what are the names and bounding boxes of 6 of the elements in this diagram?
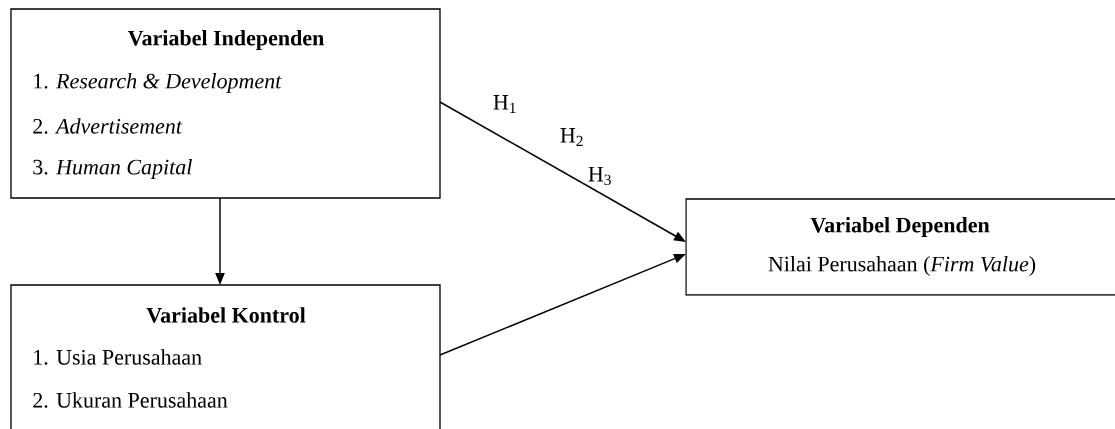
hypothesis-label: H$_{2}$ [560, 128, 583, 146]
variable-box: Variabel Kontrol 1. Usia Perusahaan 2. Ukuran Perusahaan [10, 284, 441, 429]
hypothesis-label: H$_{1}$ [493, 95, 516, 113]
variable-box: Variabel Dependen Nilai Perusahaan (Firm Value) [685, 198, 1115, 296]
variable-box: Variabel Independen 1. Research & Development 2. Advertisement 3. Human Capital [10, 8, 441, 199]
hypothesis-label: H$_{3}$ [588, 167, 611, 185]
